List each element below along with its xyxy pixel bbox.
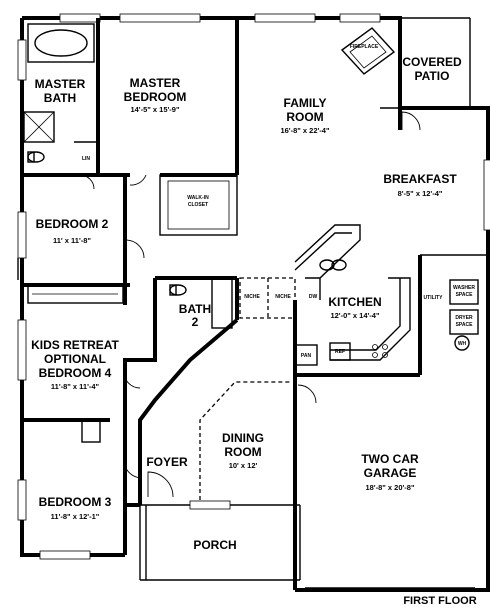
linen-label: LIN — [82, 156, 90, 162]
kitchen-dims: 12'-0" x 14'-4" — [330, 311, 379, 320]
bath2-label-line1: BATH — [179, 302, 211, 316]
water-heater-label: WH — [458, 341, 467, 347]
washer-space-label-line1: WASHER — [453, 285, 475, 291]
pantry-label: PAN — [301, 353, 312, 359]
utility-label: UTILITY — [424, 295, 444, 301]
windows — [17, 13, 490, 560]
garage-label-line2: GARAGE — [364, 466, 417, 480]
kids-retreat-label-line3: BEDROOM 4 — [39, 366, 112, 380]
fireplace — [340, 27, 396, 75]
dining-room-label-line2: ROOM — [224, 445, 261, 459]
master-bedroom-label-line2: BEDROOM — [124, 90, 187, 104]
dryer-space-label-line1: DRYER — [455, 315, 473, 321]
master-bedroom-label-line1: MASTER — [130, 76, 181, 90]
fireplace-label: FIREPLACE — [350, 44, 379, 50]
walkin-closet-label-line1: WALK-IN — [187, 195, 209, 201]
foyer-label: FOYER — [146, 455, 188, 469]
fixtures-plumbing — [27, 151, 388, 358]
bath2-label-line2: 2 — [192, 315, 199, 329]
washer-space-label-line2: SPACE — [456, 292, 474, 298]
fixture-labels: FIREPLACE WALK-IN CLOSET LIN NICHE NICHE… — [82, 44, 475, 359]
master-bath-label-line1: MASTER — [35, 77, 86, 91]
kids-retreat-label-line1: KIDS RETREAT — [31, 338, 119, 352]
kids-retreat-dims: 11'-8" x 11'-4" — [51, 382, 100, 391]
interior-walls — [22, 18, 488, 505]
doors — [79, 111, 421, 498]
dining-room-label-line1: DINING — [222, 431, 264, 445]
covered-patio-label-line2: PATIO — [415, 69, 450, 83]
family-room-dims: 16'-8" x 22'-4" — [280, 126, 329, 135]
dryer-space-label-line2: SPACE — [456, 322, 474, 328]
covered-patio-label-line1: COVERED — [402, 55, 462, 69]
kids-retreat-label-line2: OPTIONAL — [44, 352, 106, 366]
kitchen-label: KITCHEN — [328, 295, 381, 309]
dining-room-dims: 10' x 12' — [229, 461, 258, 470]
bedroom2-label: BEDROOM 2 — [36, 217, 109, 231]
floor-label: FIRST FLOOR — [403, 595, 476, 607]
porch-label: PORCH — [193, 538, 236, 552]
bedroom3-dims: 11'-8" x 12'-1" — [51, 512, 100, 521]
family-room-label-line1: FAMILY — [284, 96, 327, 110]
niche-left-label: NICHE — [244, 294, 260, 300]
walkin-closet-label-line2: CLOSET — [188, 202, 208, 208]
niche-right-label: NICHE — [275, 294, 291, 300]
master-bedroom-dims: 14'-5" x 15'-9" — [130, 105, 179, 114]
dishwasher-label: DW — [309, 294, 318, 300]
breakfast-label: BREAKFAST — [383, 172, 457, 186]
refrigerator-label: REF — [335, 349, 345, 355]
master-bath-label-line2: BATH — [44, 91, 76, 105]
family-room-label-line2: ROOM — [286, 110, 323, 124]
garage-label-line1: TWO CAR — [361, 452, 419, 466]
bedroom3-label: BEDROOM 3 — [39, 495, 112, 509]
bedroom2-dims: 11' x 11'-8" — [53, 236, 91, 245]
breakfast-dims: 8'-5" x 12'-4" — [398, 189, 443, 198]
exterior-walls — [17, 16, 490, 592]
room-labels: MASTER BATH MASTER BEDROOM 14'-5" x 15'-… — [31, 55, 462, 552]
garage-dims: 18'-8" x 20'-8" — [365, 483, 414, 492]
